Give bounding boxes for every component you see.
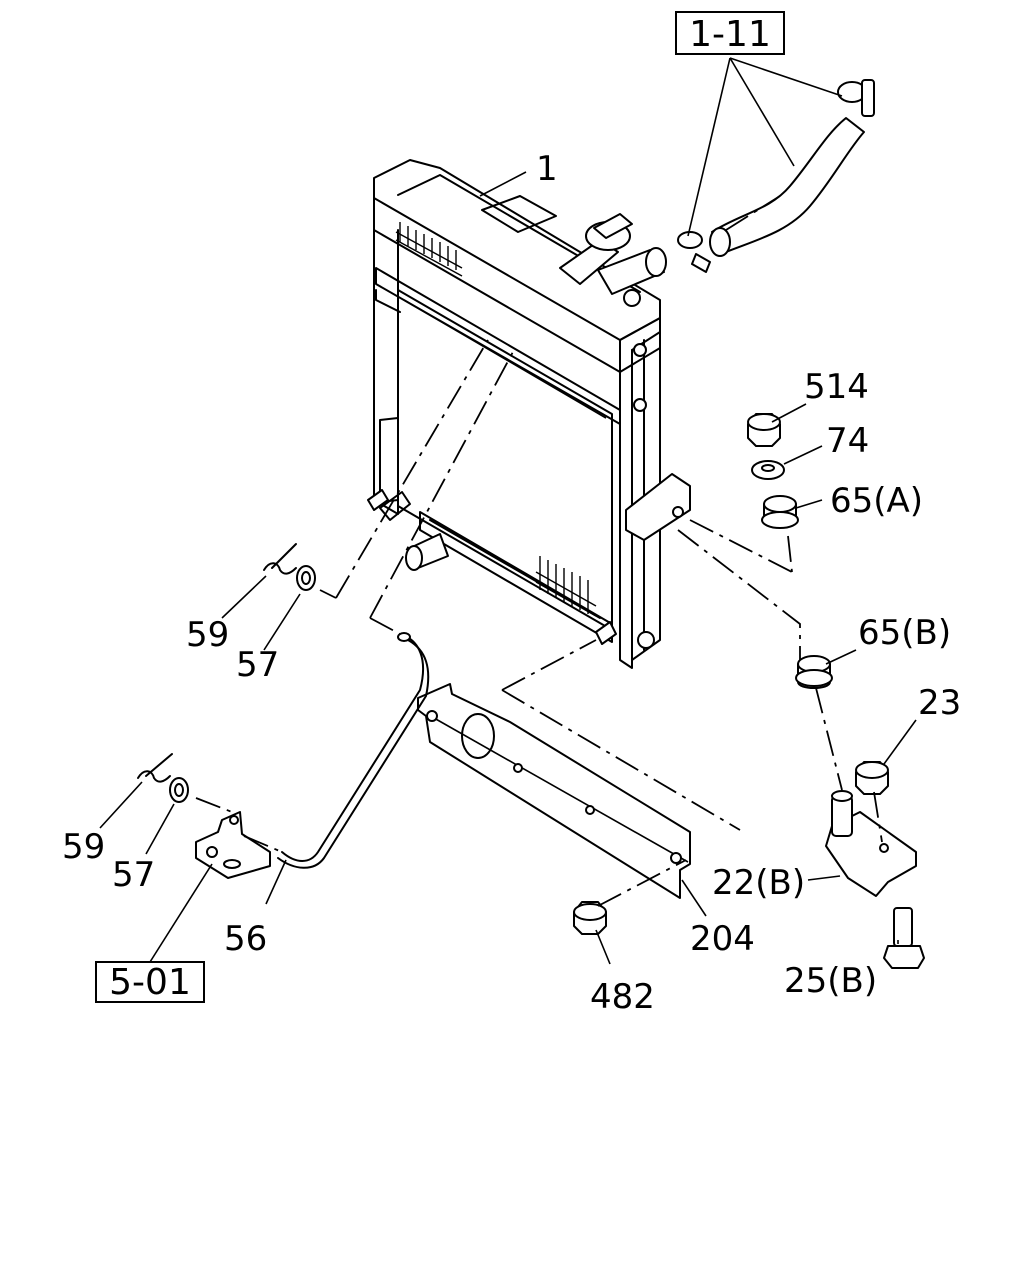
nut-514 [747,413,781,447]
label-part-514: 514 [804,367,869,407]
washer-74 [751,460,785,480]
leader-lines [99,57,917,965]
pipe-clip-bracket [195,811,271,879]
label-part-65a: 65(A) [830,481,923,521]
label-part-56: 56 [224,919,267,959]
washer-57-bottom [169,777,189,803]
bolt-25b [883,907,925,969]
top-fin-hatch [395,222,463,277]
part-labels: 1 514 74 65(A) 65(B) 23 22(B) 25(B) 204 … [62,149,961,1017]
cushion-65b [795,655,833,689]
hose-clip-59-top [263,543,297,575]
nut-482 [573,901,607,935]
cushion-65a [761,495,799,529]
bracket-22b [825,790,917,897]
drain-pipe-56 [277,632,430,869]
label-part-25b: 25(B) [784,961,877,1001]
label-part-59-top: 59 [186,615,229,655]
label-part-59-bottom: 59 [62,827,105,867]
radiator-assembly [367,159,691,669]
reference-box-1-11[interactable]: 1-11 [675,11,785,55]
label-part-1: 1 [536,149,558,189]
baffle-plate-204 [417,683,691,899]
label-part-57-bottom: 57 [112,855,155,895]
nut-23 [855,761,889,795]
ref-label-1-11: 1-11 [689,14,771,55]
label-part-22b: 22(B) [712,863,805,903]
label-part-57-top: 57 [236,645,279,685]
washer-57-top [296,565,316,591]
bottom-fin-hatch [535,556,597,617]
label-part-74: 74 [826,421,869,461]
label-part-23: 23 [918,683,961,723]
reference-box-5-01[interactable]: 5-01 [95,961,205,1003]
label-part-204: 204 [690,919,755,959]
label-part-482: 482 [590,977,655,1017]
hose-clip-59-bottom [137,753,173,783]
label-part-65b: 65(B) [858,613,951,653]
ref-label-5-01: 5-01 [109,962,191,1003]
assembly-lines [195,339,883,907]
upper-hose-assembly [677,79,875,273]
